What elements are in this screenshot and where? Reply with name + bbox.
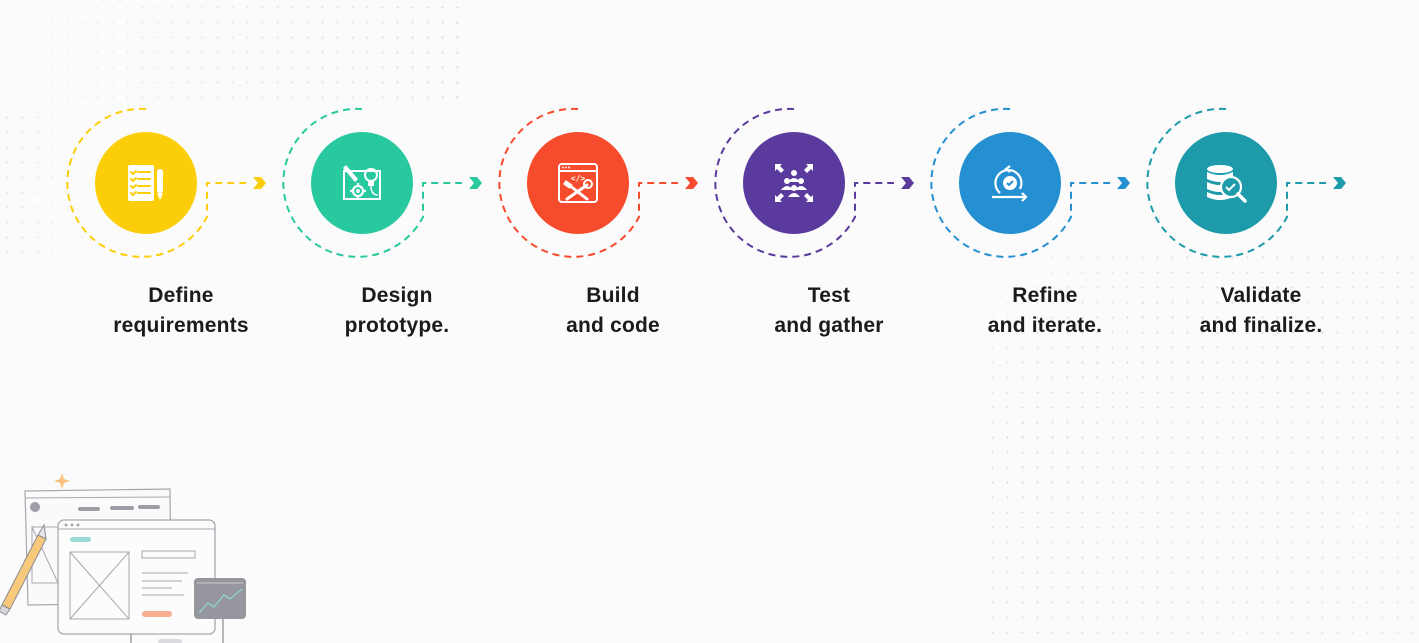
chevron-right-icon <box>685 177 698 189</box>
chevron-right-icon <box>901 177 914 189</box>
step-label-line2: and iterate. <box>987 314 1103 337</box>
step-label-line1: Validate <box>1220 284 1302 307</box>
step-label-line2: and code <box>566 314 660 337</box>
step-label: Validate and finalize. <box>1145 281 1377 341</box>
step-icon-circle <box>959 132 1061 234</box>
step-icon-circle <box>95 132 197 234</box>
step-label: Define requirements <box>65 281 297 341</box>
step-label: Build and code <box>497 281 729 341</box>
step-icon-circle <box>1175 132 1277 234</box>
dashed-ring-connector <box>498 107 698 258</box>
code-window-tools-icon: </> <box>558 163 598 203</box>
iteration-cycle-check-icon <box>992 165 1028 202</box>
database-search-check-icon <box>1207 165 1247 203</box>
process-step-build: </> Build and code <box>498 100 759 350</box>
dashed-ring-connector <box>1146 107 1346 258</box>
step-label-line2: requirements <box>113 314 249 337</box>
line-chart-icon <box>198 588 243 614</box>
step-label-line2: prototype. <box>344 314 450 337</box>
wireframe-illustration <box>0 473 246 643</box>
step-label: Design prototype. <box>281 281 513 341</box>
people-gather-arrows-icon <box>775 164 813 202</box>
process-step-design: Design prototype. <box>282 100 543 350</box>
step-label-line1: Build <box>586 284 640 307</box>
process-step-validate: Validate and finalize. <box>1146 100 1407 350</box>
process-step-define: Define requirements <box>66 100 327 350</box>
chevron-right-icon <box>253 177 266 189</box>
step-label-line2: and finalize. <box>1199 314 1323 337</box>
step-label: Refine and iterate. <box>929 281 1161 341</box>
background-dot-pattern <box>0 0 460 110</box>
chevron-right-icon <box>1117 177 1130 189</box>
process-step-test: Test and gather <box>714 100 975 350</box>
step-label-line1: Test <box>807 284 851 307</box>
blueprint-pencil-gear-bulb-icon <box>343 165 381 200</box>
svg-text:</>: </> <box>571 174 586 183</box>
chevron-right-icon <box>1333 177 1346 189</box>
step-icon-circle <box>311 132 413 234</box>
step-label-line2: and gather <box>774 314 884 337</box>
background-dot-pattern <box>0 110 100 260</box>
dashed-ring-connector <box>714 107 914 258</box>
step-label: Test and gather <box>713 281 945 341</box>
dashed-ring-connector <box>282 107 482 258</box>
step-label-line1: Design <box>361 284 433 307</box>
step-icon-circle: </> <box>527 132 629 234</box>
dashed-ring-connector <box>66 107 266 258</box>
step-label-line1: Define <box>148 284 214 307</box>
step-label-line1: Refine <box>1012 284 1078 307</box>
pencil-icon <box>0 523 47 616</box>
step-icon-circle <box>743 132 845 234</box>
dashed-ring-connector <box>930 107 1130 258</box>
chevron-right-icon <box>469 177 482 189</box>
process-step-refine: Refine and iterate. <box>930 100 1191 350</box>
checklist-pencil-icon <box>128 165 163 201</box>
